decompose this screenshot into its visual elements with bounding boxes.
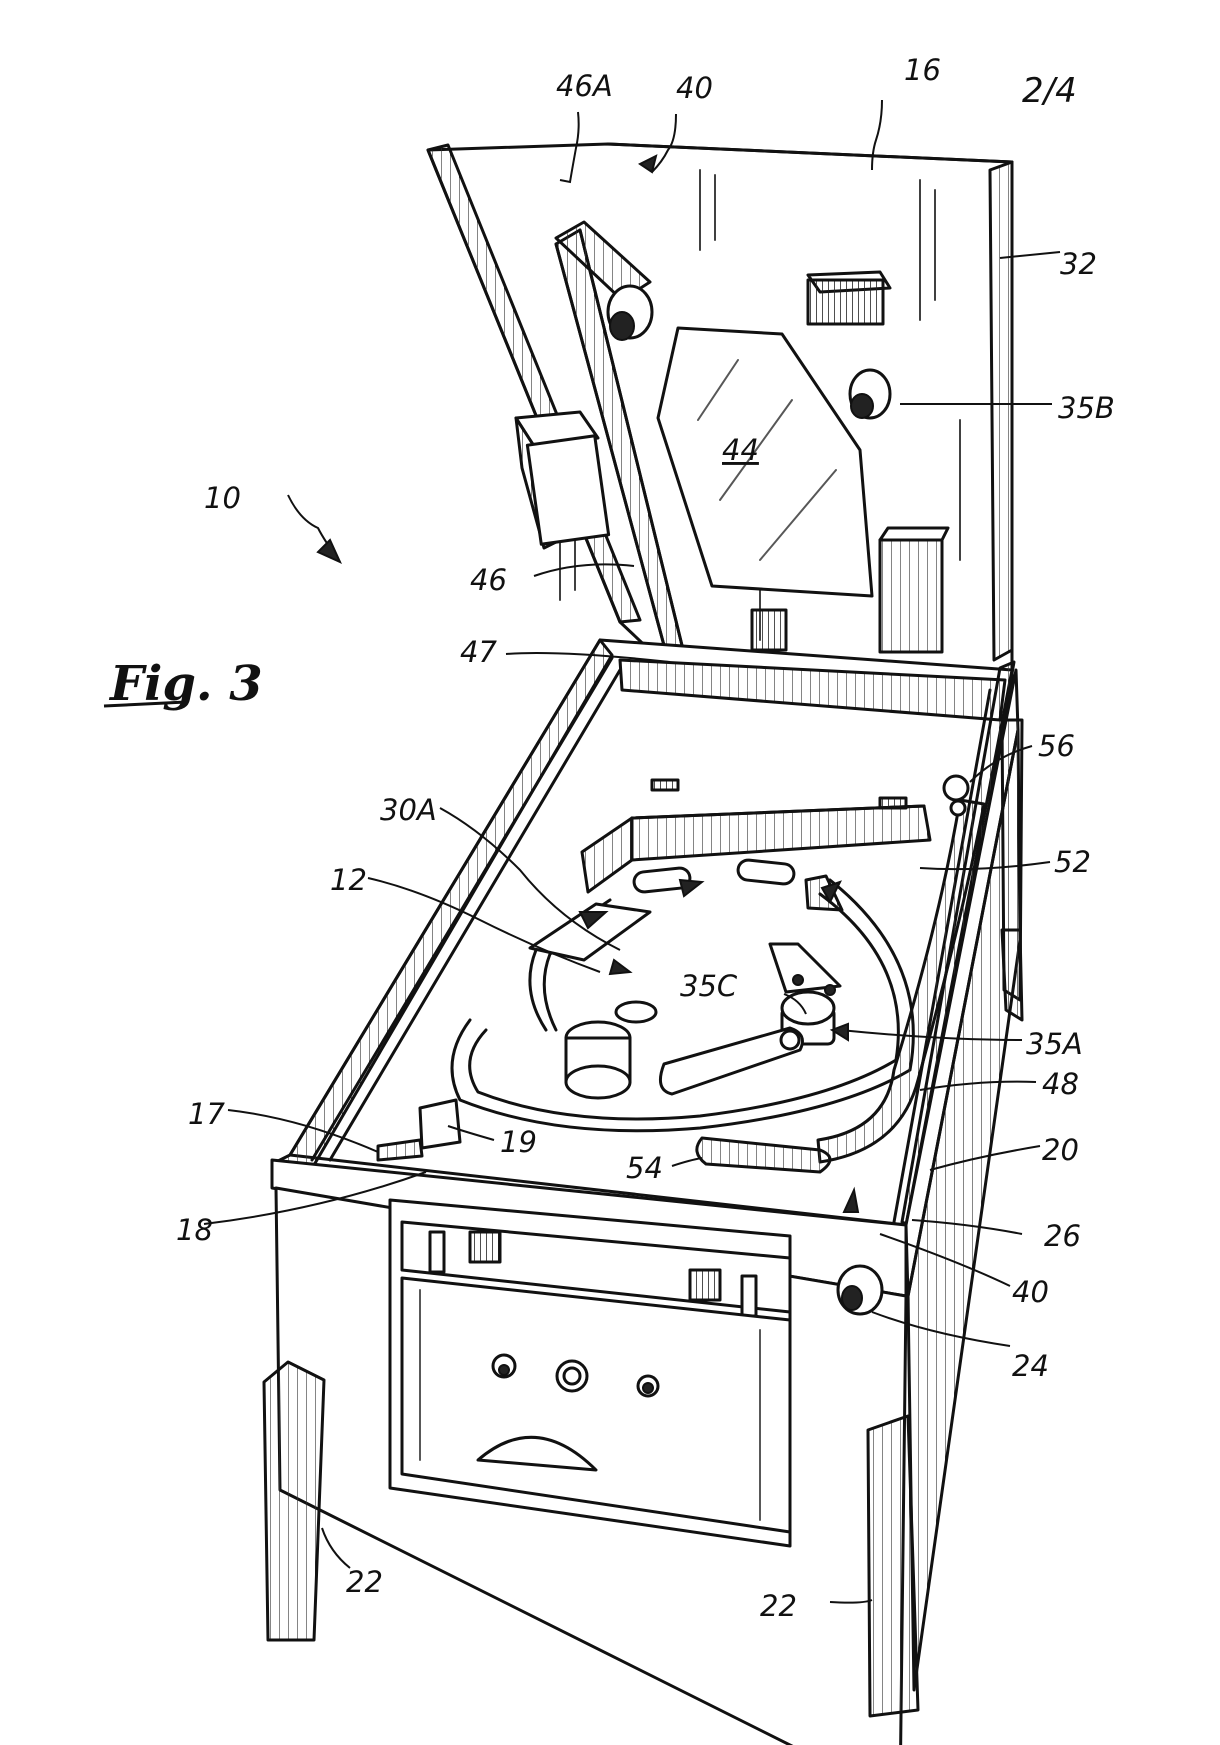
ref-label-12: 12 [330, 863, 367, 897]
leg-left [262, 1360, 326, 1642]
ref-label-35b: 35B [1058, 391, 1115, 425]
ref-label-54: 54 [626, 1151, 663, 1185]
roller-46a [554, 220, 654, 341]
flipper [658, 1026, 804, 1096]
ref-label-35c: 35C [680, 969, 738, 1003]
pop-bumper-35c [768, 942, 842, 996]
leader-lines [203, 99, 1061, 1604]
ref-label-24: 24 [1012, 1349, 1049, 1383]
start-button-24 [836, 1264, 884, 1316]
ref-label-18: 18 [176, 1213, 213, 1247]
shooter-54 [695, 1136, 832, 1174]
ref-label-22-left: 22 [346, 1565, 383, 1599]
ref-label-46a: 46A [556, 69, 613, 103]
ref-label-10: 10 [204, 481, 241, 515]
ref-label-20: 20 [1042, 1133, 1079, 1167]
ref-label-16: 16 [904, 53, 941, 87]
ref-label-35a: 35A [1026, 1027, 1083, 1061]
ref-label-17: 17 [188, 1097, 225, 1131]
ref-label-56: 56 [1038, 729, 1075, 763]
figure-label-underline [103, 700, 187, 708]
small-switch-block [750, 608, 788, 652]
playfield-top-insert [650, 778, 908, 810]
ref-label-48: 48 [1042, 1067, 1079, 1101]
ref-label-46: 46 [470, 563, 507, 597]
lamp-bulb-35b [848, 368, 892, 420]
switch-56 [942, 774, 970, 817]
ref-label-47: 47 [460, 635, 497, 669]
ref-label-52: 52 [1054, 845, 1091, 879]
ref-label-19: 19 [500, 1125, 537, 1159]
lamp-housing-upper-right [806, 270, 892, 326]
ref-label-30a: 30A [380, 793, 437, 827]
leg-right-rear [1000, 928, 1024, 1022]
arrowheads [316, 154, 860, 1213]
outlane-guide-17 [376, 1098, 462, 1162]
ref-label-32: 32 [1060, 247, 1097, 281]
guide-rail-left [450, 878, 915, 1133]
ref-label-22-right: 22 [760, 1589, 797, 1623]
coin-door [388, 1198, 792, 1548]
display-screen-44 [656, 326, 874, 598]
sheet-number: 2/4 [1022, 71, 1077, 111]
lamp-housing-left [514, 410, 611, 550]
ref-label-40-top: 40 [676, 71, 713, 105]
playfield-backwall [580, 804, 932, 894]
ref-label-44: 44 [722, 433, 759, 467]
ref-label-40-bottom: 40 [1012, 1275, 1049, 1309]
drop-targets [632, 858, 796, 894]
leg-right [866, 1414, 920, 1718]
cylinder-bumper [564, 1000, 658, 1100]
lamp-housing-right [878, 526, 950, 654]
ref-label-26: 26 [1044, 1219, 1081, 1253]
